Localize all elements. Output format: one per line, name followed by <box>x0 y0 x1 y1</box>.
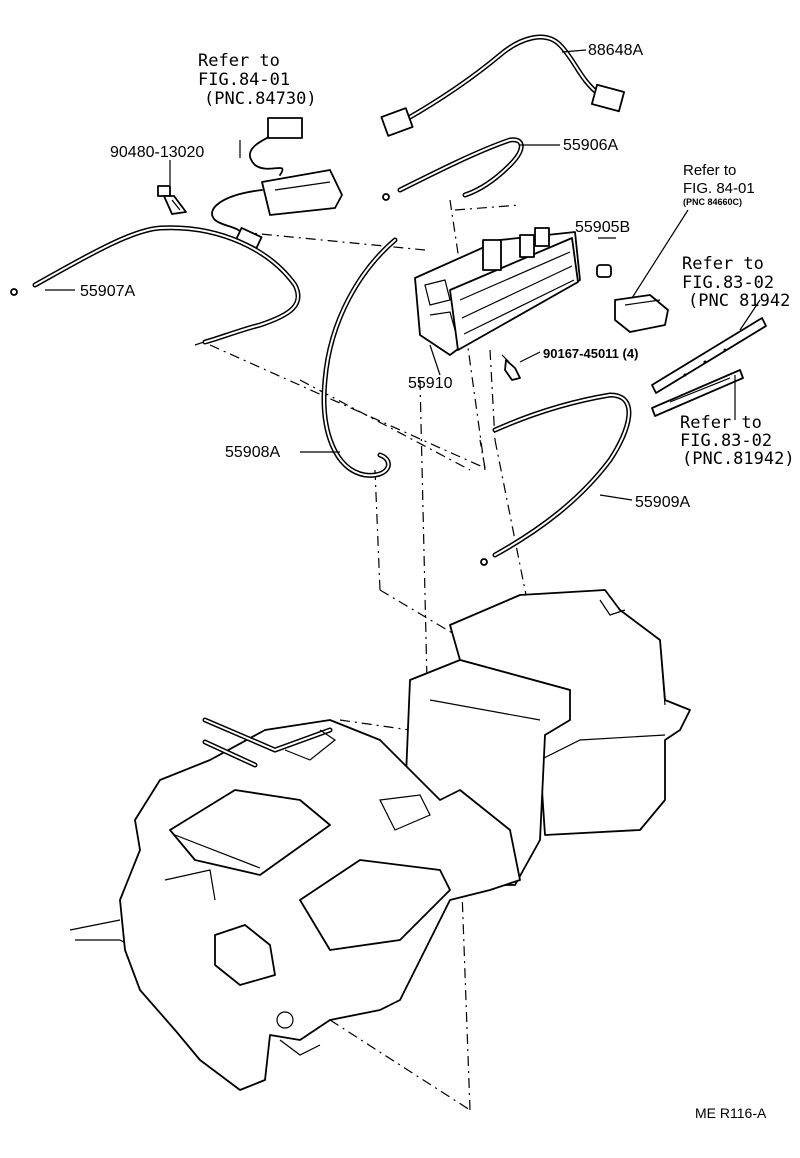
clip-55905b <box>596 237 616 278</box>
ref-note-84730: Refer to FIG.84-01 (PNC.84730) <box>198 51 317 109</box>
heater-control-55910 <box>414 227 581 356</box>
ref-note-81942-lower: Refer to FIG.83-02 (PNC.81942) <box>680 413 795 469</box>
label-90480-13020: 90480-13020 <box>110 144 204 161</box>
label-55909a: 55909A <box>635 494 690 511</box>
ref2-line1: Refer to <box>683 162 736 179</box>
cable-55906a <box>382 137 524 201</box>
ref1-line1: Refer to <box>198 51 280 71</box>
ref3-line1: Refer to <box>682 254 764 274</box>
control-panel-plates <box>651 299 767 420</box>
ref-note-81942-upper: Refer to FIG.83-02 (PNC 81942 <box>682 254 790 311</box>
figure-code: ME R116-A <box>695 1105 767 1121</box>
bolt-90480-13020 <box>157 160 187 215</box>
label-55906a: 55906A <box>563 137 618 154</box>
label-55908a: 55908A <box>225 444 280 461</box>
label-88648a: 88648A <box>588 42 643 59</box>
cable-55909a <box>480 392 632 566</box>
label-90167-45011: 90167-45011 (4) <box>543 346 638 361</box>
heater-unit <box>69 589 691 1091</box>
ref4-line1: Refer to <box>680 413 762 433</box>
leader-lines <box>45 144 633 501</box>
label-55907a: 55907A <box>80 283 135 300</box>
screw-90167-45011 <box>501 354 521 381</box>
ref4-line2: FIG.83-02 <box>680 431 772 451</box>
cable-55907a <box>10 225 301 345</box>
ref3-line3: (PNC 81942 <box>688 291 790 311</box>
switch-84660c <box>614 209 689 333</box>
cable-55908a <box>321 237 398 478</box>
ref1-line3: (PNC.84730) <box>204 89 317 109</box>
ref2-line3: (PNC 84660C) <box>683 197 742 207</box>
ref2-line2: FIG. 84-01 <box>683 180 755 197</box>
label-55905b: 55905B <box>575 219 630 236</box>
ref1-line2: FIG.84-01 <box>198 70 290 90</box>
label-55910: 55910 <box>408 375 453 392</box>
servo-motor-assembly <box>211 117 343 249</box>
ref3-line2: FIG.83-02 <box>682 273 774 293</box>
ref4-line3: (PNC.81942) <box>682 449 795 469</box>
ref-note-84660c: Refer to FIG. 84-01 (PNC 84660C) <box>683 162 755 207</box>
wire-harness-88648a <box>380 34 626 137</box>
